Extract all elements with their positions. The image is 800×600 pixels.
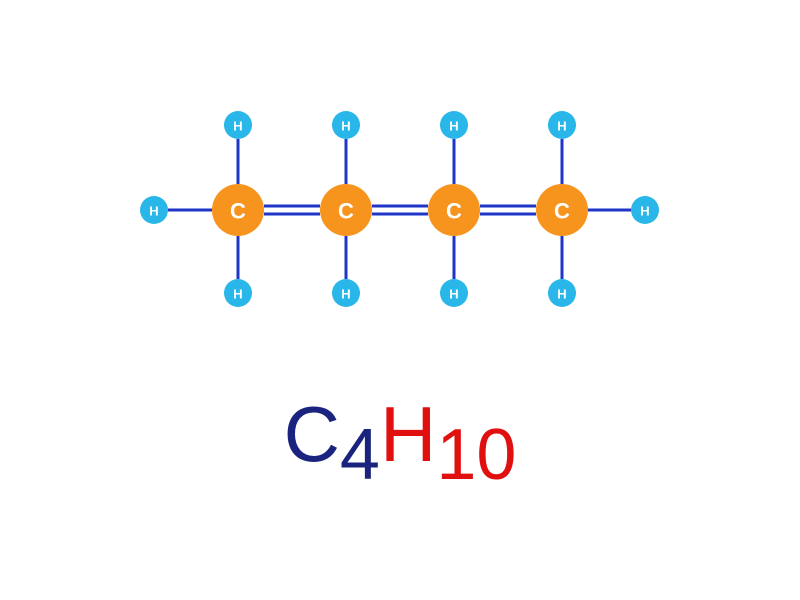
carbon-atom-2: C (320, 184, 372, 236)
carbon-atom-1: C (212, 184, 264, 236)
formula-carbon-symbol: C (283, 390, 340, 478)
hydrogen-atom-bottom-3-label: H (449, 287, 458, 302)
carbon-atom-1-circle (212, 184, 264, 236)
formula-hydrogen-symbol: H (379, 390, 437, 478)
hydrogen-atom-left-label: H (149, 204, 158, 219)
hydrogen-atom-left: H (140, 196, 168, 224)
hydrogen-atom-bottom-1: H (224, 279, 252, 307)
hydrogen-atom-top-1-label: H (233, 119, 242, 134)
hydrogen-atom-bottom-1-label: H (233, 287, 242, 302)
carbon-atom-4-label: C (554, 199, 570, 224)
hydrogen-atom-right: H (631, 196, 659, 224)
hydrogen-atom-top-2: H (332, 111, 360, 139)
hydrogen-atom-bottom-3: H (440, 279, 468, 307)
hydrogen-atom-bottom-4: H (548, 279, 576, 307)
carbon-atom-4: C (536, 184, 588, 236)
hydrogen-atom-right-label: H (640, 204, 649, 219)
bonds-layer (168, 139, 631, 279)
hydrogen-atom-top-1-circle (224, 111, 252, 139)
molecular-formula: C4H10 (0, 390, 800, 491)
hydrogen-atom-left-circle (140, 196, 168, 224)
hydrogen-atom-top-4: H (548, 111, 576, 139)
hydrogen-atom-top-3-label: H (449, 119, 458, 134)
hydrogen-atom-top-4-label: H (557, 119, 566, 134)
carbon-atom-3-label: C (446, 199, 462, 224)
hydrogen-atom-top-4-circle (548, 111, 576, 139)
hydrogen-atom-top-3-circle (440, 111, 468, 139)
carbon-atom-1-label: C (230, 199, 246, 224)
formula-carbon-count: 4 (339, 415, 380, 495)
hydrogen-atom-bottom-2: H (332, 279, 360, 307)
carbon-atom-2-label: C (338, 199, 354, 224)
hydrogen-atom-top-3: H (440, 111, 468, 139)
hydrogen-atom-bottom-1-circle (224, 279, 252, 307)
hydrogen-atom-right-circle (631, 196, 659, 224)
carbon-atom-3: C (428, 184, 480, 236)
hydrogen-atom-bottom-2-circle (332, 279, 360, 307)
hydrogen-atom-bottom-3-circle (440, 279, 468, 307)
carbon-atom-2-circle (320, 184, 372, 236)
hydrogen-atom-top-1: H (224, 111, 252, 139)
carbon-atom-3-circle (428, 184, 480, 236)
formula-hydrogen-count: 10 (436, 415, 517, 495)
hydrogen-atom-bottom-2-label: H (341, 287, 350, 302)
carbon-atom-4-circle (536, 184, 588, 236)
hydrogen-atom-bottom-4-circle (548, 279, 576, 307)
hydrogen-atom-bottom-4-label: H (557, 287, 566, 302)
hydrogen-atom-top-2-label: H (341, 119, 350, 134)
hydrogen-atom-top-2-circle (332, 111, 360, 139)
atoms-layer: C H H C H H C H H C H H H H (140, 111, 659, 307)
